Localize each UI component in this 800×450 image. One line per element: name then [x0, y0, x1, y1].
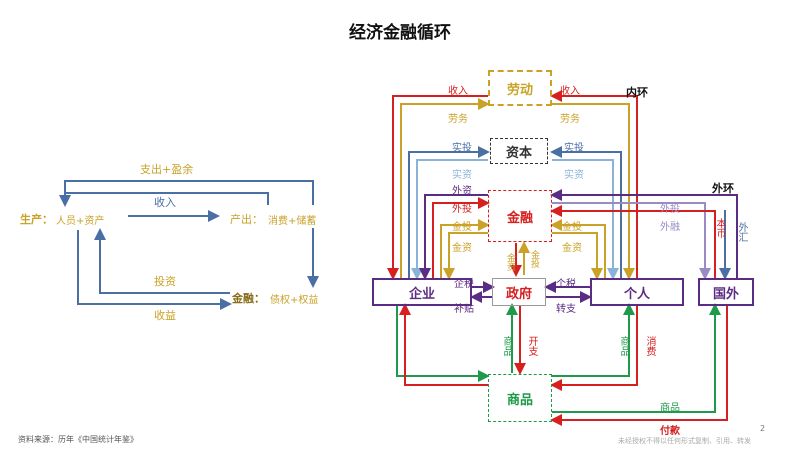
node-foreign: 国外 [698, 278, 754, 306]
line-fin-invest-right [550, 219, 606, 278]
label-goods-gov: 商品 [501, 336, 512, 356]
label-local-currency: 本币 [714, 218, 725, 238]
line-labor-service-left [400, 98, 490, 278]
left-arrow-expense-inner [65, 192, 269, 205]
left-label-finance-body: 债权+权益 [270, 295, 319, 306]
label-fin-invest-left: 金投 [452, 222, 472, 233]
label-fin-fund-left: 金资 [452, 243, 472, 254]
label-labor-service-left: 劳务 [448, 114, 468, 125]
label-fin-fund-right: 金资 [562, 243, 582, 254]
label-forex: 外汇 [736, 222, 747, 242]
label-foreign-invest-right: 外投 [660, 204, 680, 215]
line-foreign-invest-left [432, 197, 490, 278]
left-arrow-returns [77, 230, 232, 310]
page-title: 经济金融循环 [349, 23, 451, 43]
label-fin-gov-fund: 金资 [505, 253, 515, 271]
left-label-returns: 收益 [154, 309, 176, 322]
line-capital-asset-right [552, 159, 619, 280]
line-fin-fund-right [552, 232, 603, 280]
node-finance: 金融 [488, 190, 552, 242]
line-payment [550, 305, 728, 426]
label-foreign-fin-right: 外融 [660, 222, 680, 233]
label-consumption: 消费 [644, 336, 655, 356]
node-goods: 商品 [488, 374, 552, 422]
label-fin-invest-right: 金投 [562, 222, 582, 233]
label-foreign-asset-left: 外资 [452, 186, 472, 197]
label-inner-loop: 内环 [626, 86, 648, 99]
line-goods-enterprise-pay [399, 303, 488, 386]
node-labor: 劳动 [488, 70, 552, 106]
label-actual-invest-left: 实投 [452, 143, 472, 154]
label-transfer: 转支 [556, 304, 576, 315]
left-label-investment: 投资 [154, 275, 176, 288]
line-foreign-fin-right [552, 202, 711, 280]
label-actual-asset-left: 实资 [452, 170, 472, 181]
left-label-expense-surplus: 支出+盈余 [140, 163, 194, 176]
line-labor-service-right [552, 103, 635, 280]
node-capital: 资本 [490, 138, 548, 164]
label-goods-individual: 商品 [618, 336, 629, 356]
line-foreign-invest-right [550, 189, 738, 278]
label-income-left: 收入 [448, 86, 468, 97]
label-foreign-invest-left: 外投 [452, 204, 472, 215]
label-personal-tax: 个税 [556, 279, 576, 290]
line-fin-fund-left [443, 232, 488, 280]
label-subsidy: 补贴 [454, 304, 474, 315]
label-outer-loop: 外环 [712, 182, 734, 195]
line-labor-income-left [387, 95, 488, 280]
label-actual-asset-right: 实资 [564, 170, 584, 181]
left-label-income: 收入 [154, 196, 176, 209]
label-payment: 付款 [660, 426, 680, 437]
label-income-right: 收入 [560, 86, 580, 97]
left-label-finance-head: 金融： [232, 292, 265, 305]
label-corp-tax: 企税 [454, 279, 474, 290]
node-government: 政府 [492, 278, 546, 306]
left-label-output-body: 消费+储蓄 [268, 216, 317, 227]
line-capital-invest-left [408, 146, 490, 278]
line-foreign-asset-left [419, 194, 488, 280]
node-enterprise: 企业 [372, 278, 472, 306]
label-fin-gov-invest: 金投 [529, 250, 539, 268]
left-label-production-head: 生产： [20, 213, 53, 226]
line-labor-income-right [550, 90, 638, 278]
line-local-currency [550, 205, 716, 278]
line-fin-invest-left [440, 219, 490, 278]
label-spending: 开支 [526, 336, 537, 356]
footer-page-number: 2 [760, 424, 766, 433]
left-arrow-investment [94, 228, 230, 294]
line-goods-foreign [552, 303, 721, 413]
footer-source: 资料来源：历年《中国统计年鉴》 [18, 435, 138, 444]
node-individual: 个人 [590, 278, 684, 306]
label-labor-service-right: 劳务 [560, 114, 580, 125]
line-capital-asset-left [411, 159, 488, 280]
line-goods-individual [552, 303, 635, 377]
left-diagram [59, 180, 319, 310]
label-actual-invest-right: 实投 [564, 143, 584, 154]
label-goods-foreign: 商品 [660, 403, 680, 414]
line-capital-invest-right [550, 146, 622, 278]
footer-disclaimer: 未经授权不得以任何形式复制、引用、转发 [618, 437, 751, 445]
left-label-output-head: 产出： [230, 213, 263, 226]
line-goods-enterprise-out [396, 305, 490, 382]
line-consumption [550, 305, 638, 391]
left-label-production-body: 人员+资产 [56, 216, 105, 227]
